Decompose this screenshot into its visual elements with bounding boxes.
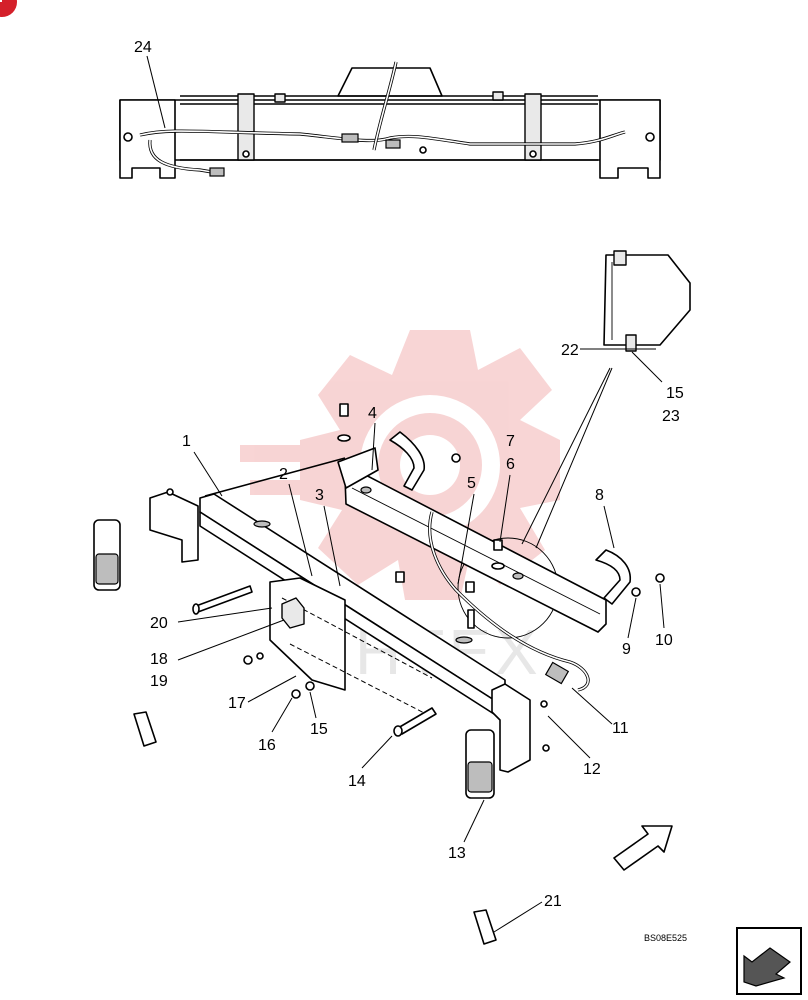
leader-13 bbox=[463, 799, 485, 843]
right-end-plate bbox=[491, 683, 531, 773]
callout-22: 22 bbox=[561, 342, 579, 359]
leader-18 bbox=[177, 619, 285, 661]
leader-21 bbox=[493, 901, 543, 933]
callout-23: 23 bbox=[662, 408, 680, 425]
callout-14: 14 bbox=[348, 773, 366, 790]
callout-20: 20 bbox=[150, 615, 168, 632]
callout-4: 4 bbox=[368, 405, 377, 422]
leader-16 bbox=[271, 697, 293, 733]
callout-2: 2 bbox=[279, 466, 288, 483]
callout-6: 6 bbox=[506, 456, 515, 473]
decal-21 bbox=[473, 909, 497, 945]
leader-17 bbox=[247, 675, 297, 703]
leader-2 bbox=[288, 483, 313, 577]
callout-11: 11 bbox=[612, 720, 629, 737]
diagram-code: BS08E525 bbox=[644, 933, 687, 943]
leader-12 bbox=[547, 715, 591, 759]
callout-7: 7 bbox=[506, 433, 515, 450]
leader-11 bbox=[571, 687, 613, 725]
detail-leaders bbox=[521, 367, 613, 549]
callout-10: 10 bbox=[655, 632, 673, 649]
callout-15-detail: 15 bbox=[666, 385, 684, 402]
leader-14 bbox=[361, 735, 393, 769]
callout-15: 15 bbox=[310, 721, 328, 738]
callout-19: 19 bbox=[150, 673, 168, 690]
callout-18: 18 bbox=[150, 651, 168, 668]
leader-1 bbox=[193, 451, 223, 497]
leader-20 bbox=[177, 607, 273, 623]
callout-8: 8 bbox=[595, 487, 604, 504]
callout-21: 21 bbox=[544, 893, 562, 910]
long-bolt-20 bbox=[192, 585, 253, 615]
leader-6 bbox=[499, 474, 511, 543]
callout-24: 24 bbox=[134, 39, 152, 56]
switch-18 bbox=[281, 597, 305, 629]
detail-inset bbox=[580, 250, 691, 352]
callout-3: 3 bbox=[315, 487, 324, 504]
straps bbox=[389, 431, 631, 605]
hardware bbox=[166, 403, 665, 752]
leader-9 bbox=[627, 597, 637, 639]
leader-15-detail bbox=[631, 351, 663, 383]
direction-arrow-icon bbox=[613, 825, 673, 871]
callout-16: 16 bbox=[258, 737, 276, 754]
watermark-gear-icon bbox=[240, 330, 560, 600]
leader-8 bbox=[603, 505, 615, 549]
right-lamp bbox=[465, 729, 495, 799]
long-bolt-14 bbox=[393, 707, 437, 737]
callout-9: 9 bbox=[622, 641, 631, 658]
left-end-plate bbox=[149, 491, 199, 563]
leader-4 bbox=[371, 422, 376, 471]
leader-10 bbox=[659, 583, 665, 629]
leader-5 bbox=[457, 493, 475, 585]
leader-3 bbox=[323, 505, 341, 587]
connector-11 bbox=[544, 661, 570, 685]
callout-1: 1 bbox=[182, 433, 191, 450]
top-harness-assembly bbox=[119, 61, 661, 179]
callout-12: 12 bbox=[583, 761, 601, 778]
decal-left bbox=[133, 711, 157, 747]
rear-bracket bbox=[337, 447, 607, 633]
nav-arrow-icon[interactable] bbox=[736, 927, 802, 995]
callout-13: 13 bbox=[448, 845, 466, 862]
callout-5: 5 bbox=[467, 475, 476, 492]
left-lamp bbox=[93, 519, 121, 591]
leader-24 bbox=[146, 55, 166, 129]
leader-15 bbox=[309, 691, 317, 719]
callout-17: 17 bbox=[228, 695, 246, 712]
corner-badge-icon bbox=[0, 0, 17, 17]
